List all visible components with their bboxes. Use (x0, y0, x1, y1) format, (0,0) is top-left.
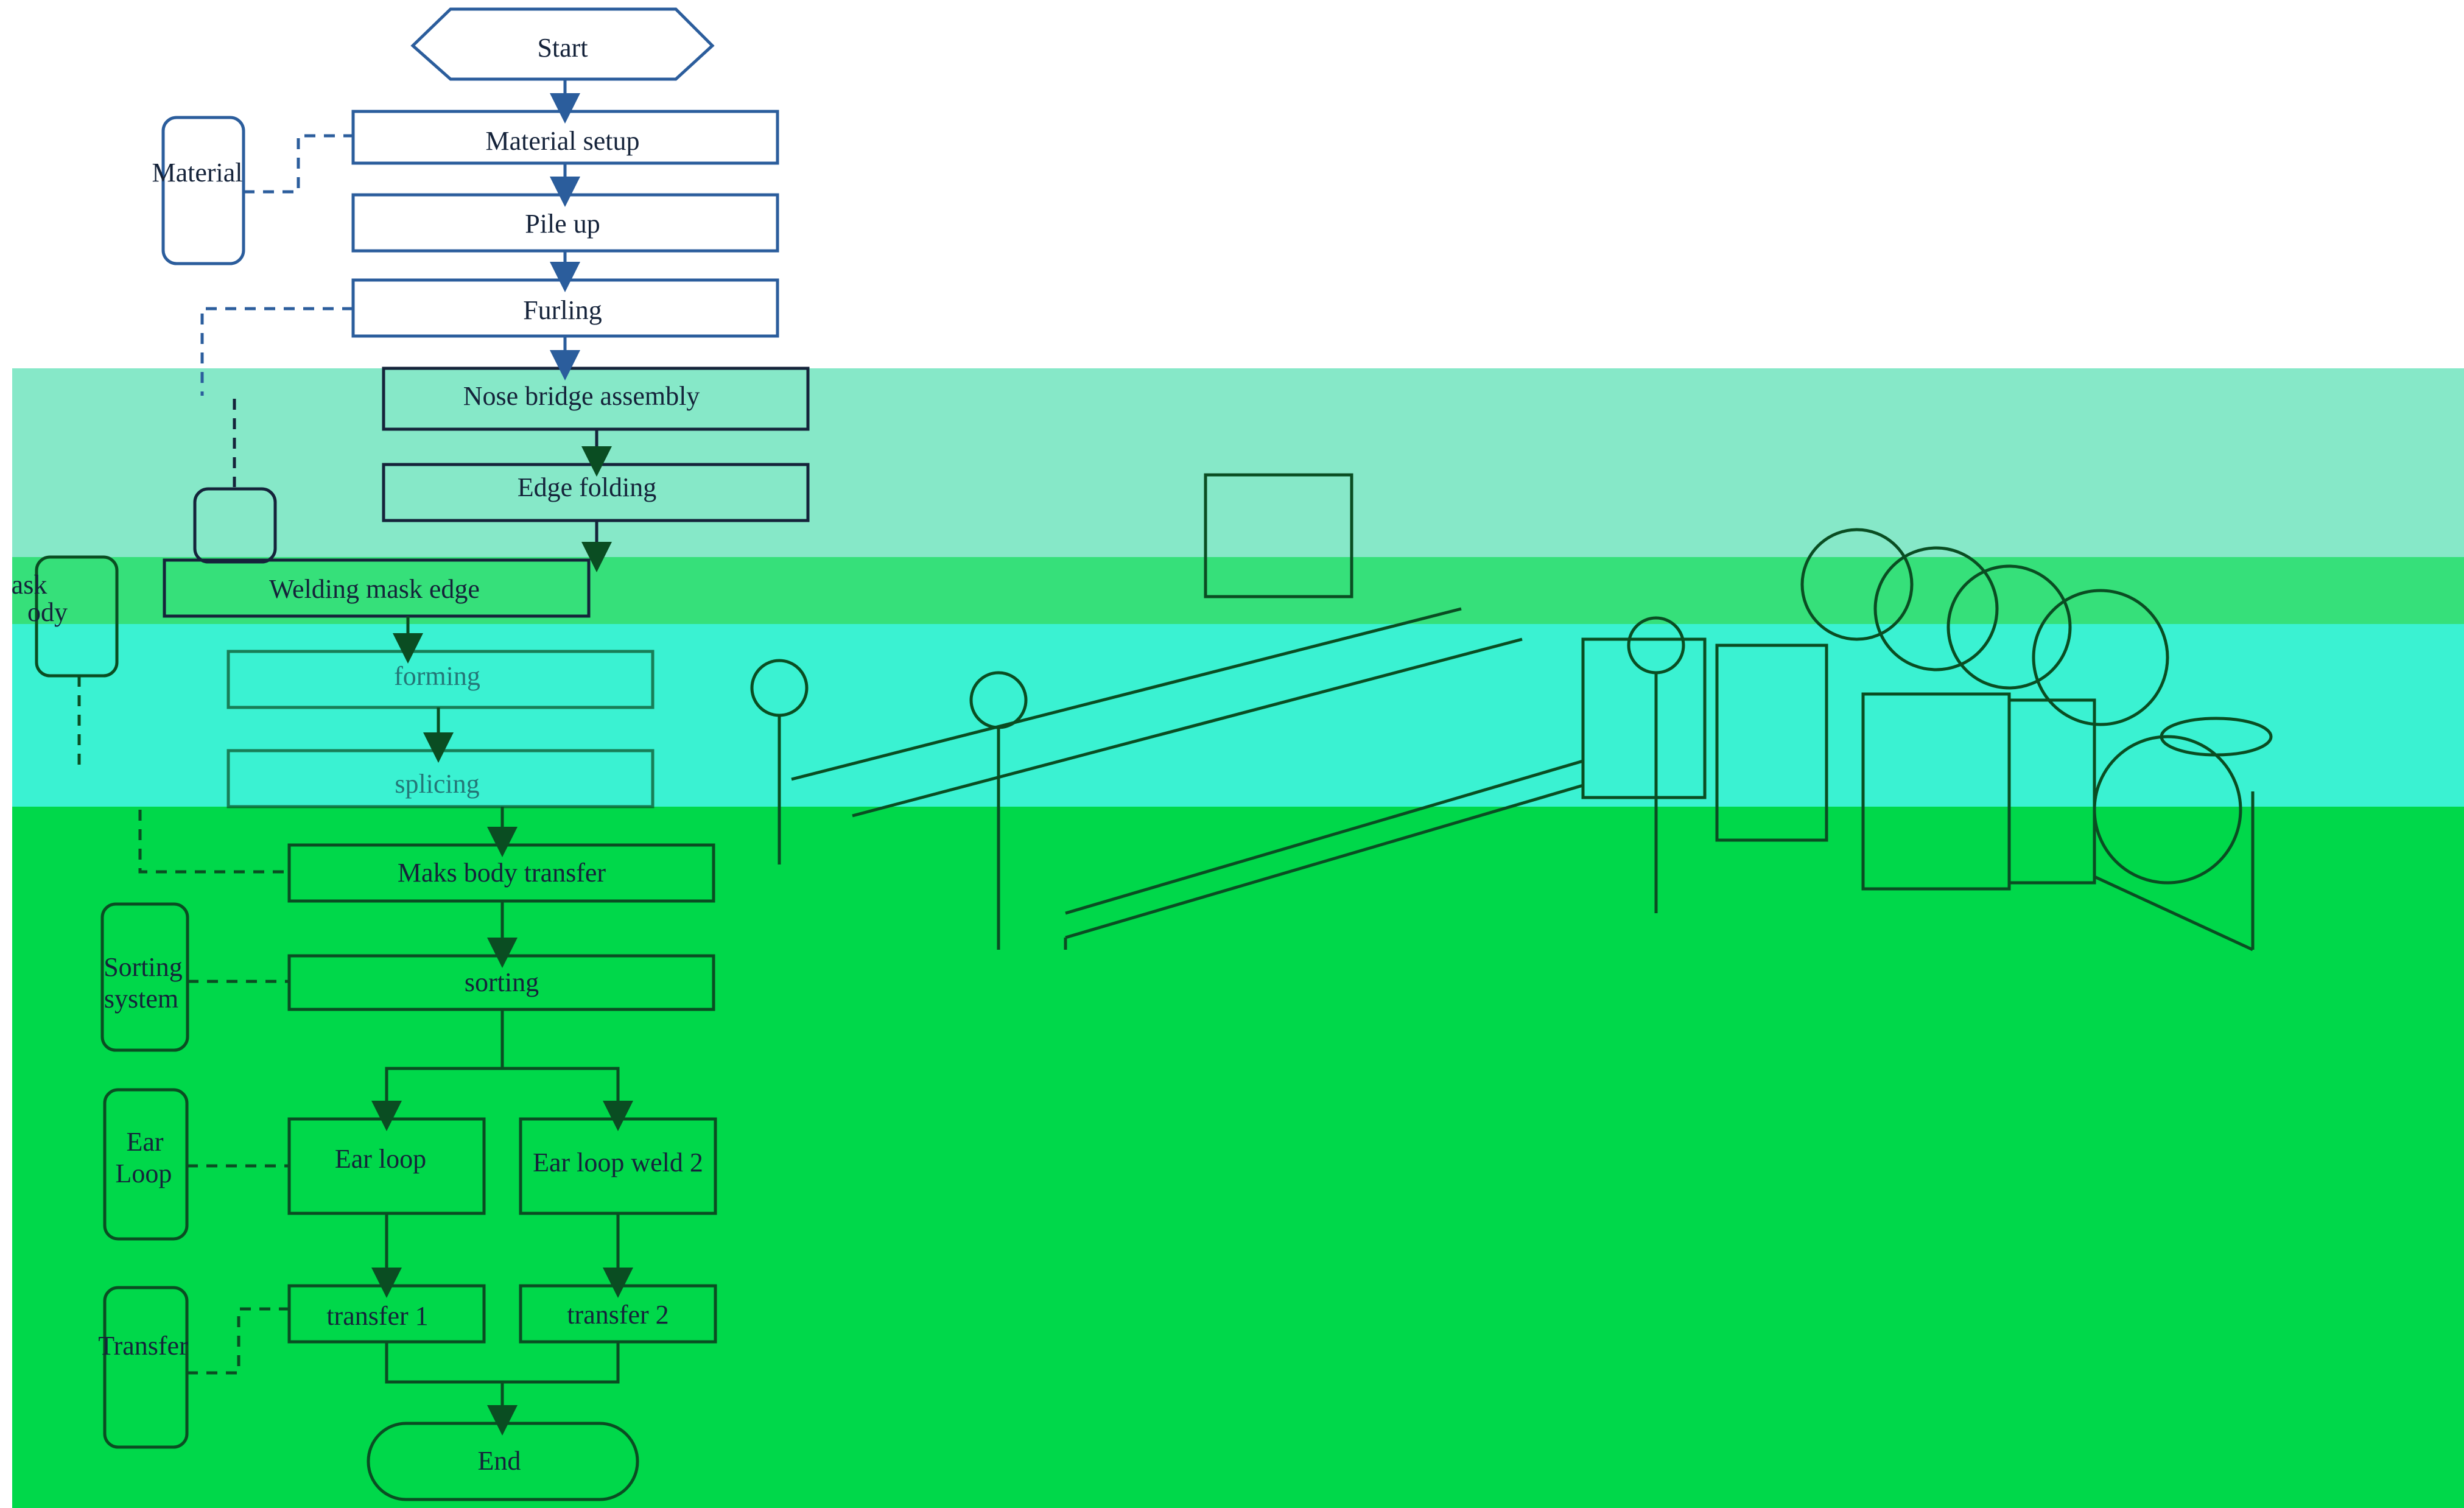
mask-body-sidebox-top (193, 487, 277, 564)
start-node (410, 7, 715, 81)
sorting-label: sorting (465, 967, 539, 997)
material-side-label: Material (152, 158, 242, 188)
material-sidebox (161, 116, 245, 265)
nose-bridge-label: Nose bridge assembly (463, 381, 700, 411)
flow-arrows (371, 79, 633, 1436)
ear-side-label-2: Loop (116, 1159, 172, 1188)
ear-loop-2-label: Ear loop weld 2 (533, 1148, 703, 1177)
forming-node (226, 650, 655, 709)
welding-edge-label: Welding mask edge (269, 574, 480, 604)
furling-label: Furling (523, 295, 602, 325)
sorting-side-label-2: system (104, 984, 178, 1014)
forming-label: forming (394, 661, 480, 691)
mask-body-side-label-1: ask (12, 570, 47, 600)
band-green (12, 807, 2464, 1508)
material-setup-label: Material setup (486, 126, 640, 156)
transfer-side-label: Transfer (98, 1331, 188, 1361)
mask-body-side-label-2: ody (27, 597, 68, 627)
welding-edge-node (163, 558, 591, 618)
production-line-illustration (750, 473, 2273, 952)
start-label: Start (537, 33, 588, 63)
band-mint (12, 368, 2464, 557)
transfer-1-label: transfer 1 (326, 1301, 428, 1331)
transfer-sidebox (103, 1286, 189, 1449)
body-transfer-label: Maks body transfer (398, 858, 606, 888)
sorting-side-label-1: Sorting (104, 952, 183, 982)
edge-folding-label: Edge folding (518, 472, 657, 502)
sorting-sidebox (100, 902, 189, 1052)
ear-loop-1-label: Ear loop (335, 1144, 426, 1174)
mask-body-sidebox (35, 555, 119, 678)
end-label: End (478, 1446, 521, 1476)
band-lime (12, 557, 2464, 624)
splicing-label: splicing (395, 769, 479, 799)
transfer-2-label: transfer 2 (567, 1300, 669, 1330)
ear-side-label-1: Ear (126, 1127, 163, 1157)
pile-up-label: Pile up (525, 209, 600, 239)
dashed-connectors (77, 134, 353, 1375)
